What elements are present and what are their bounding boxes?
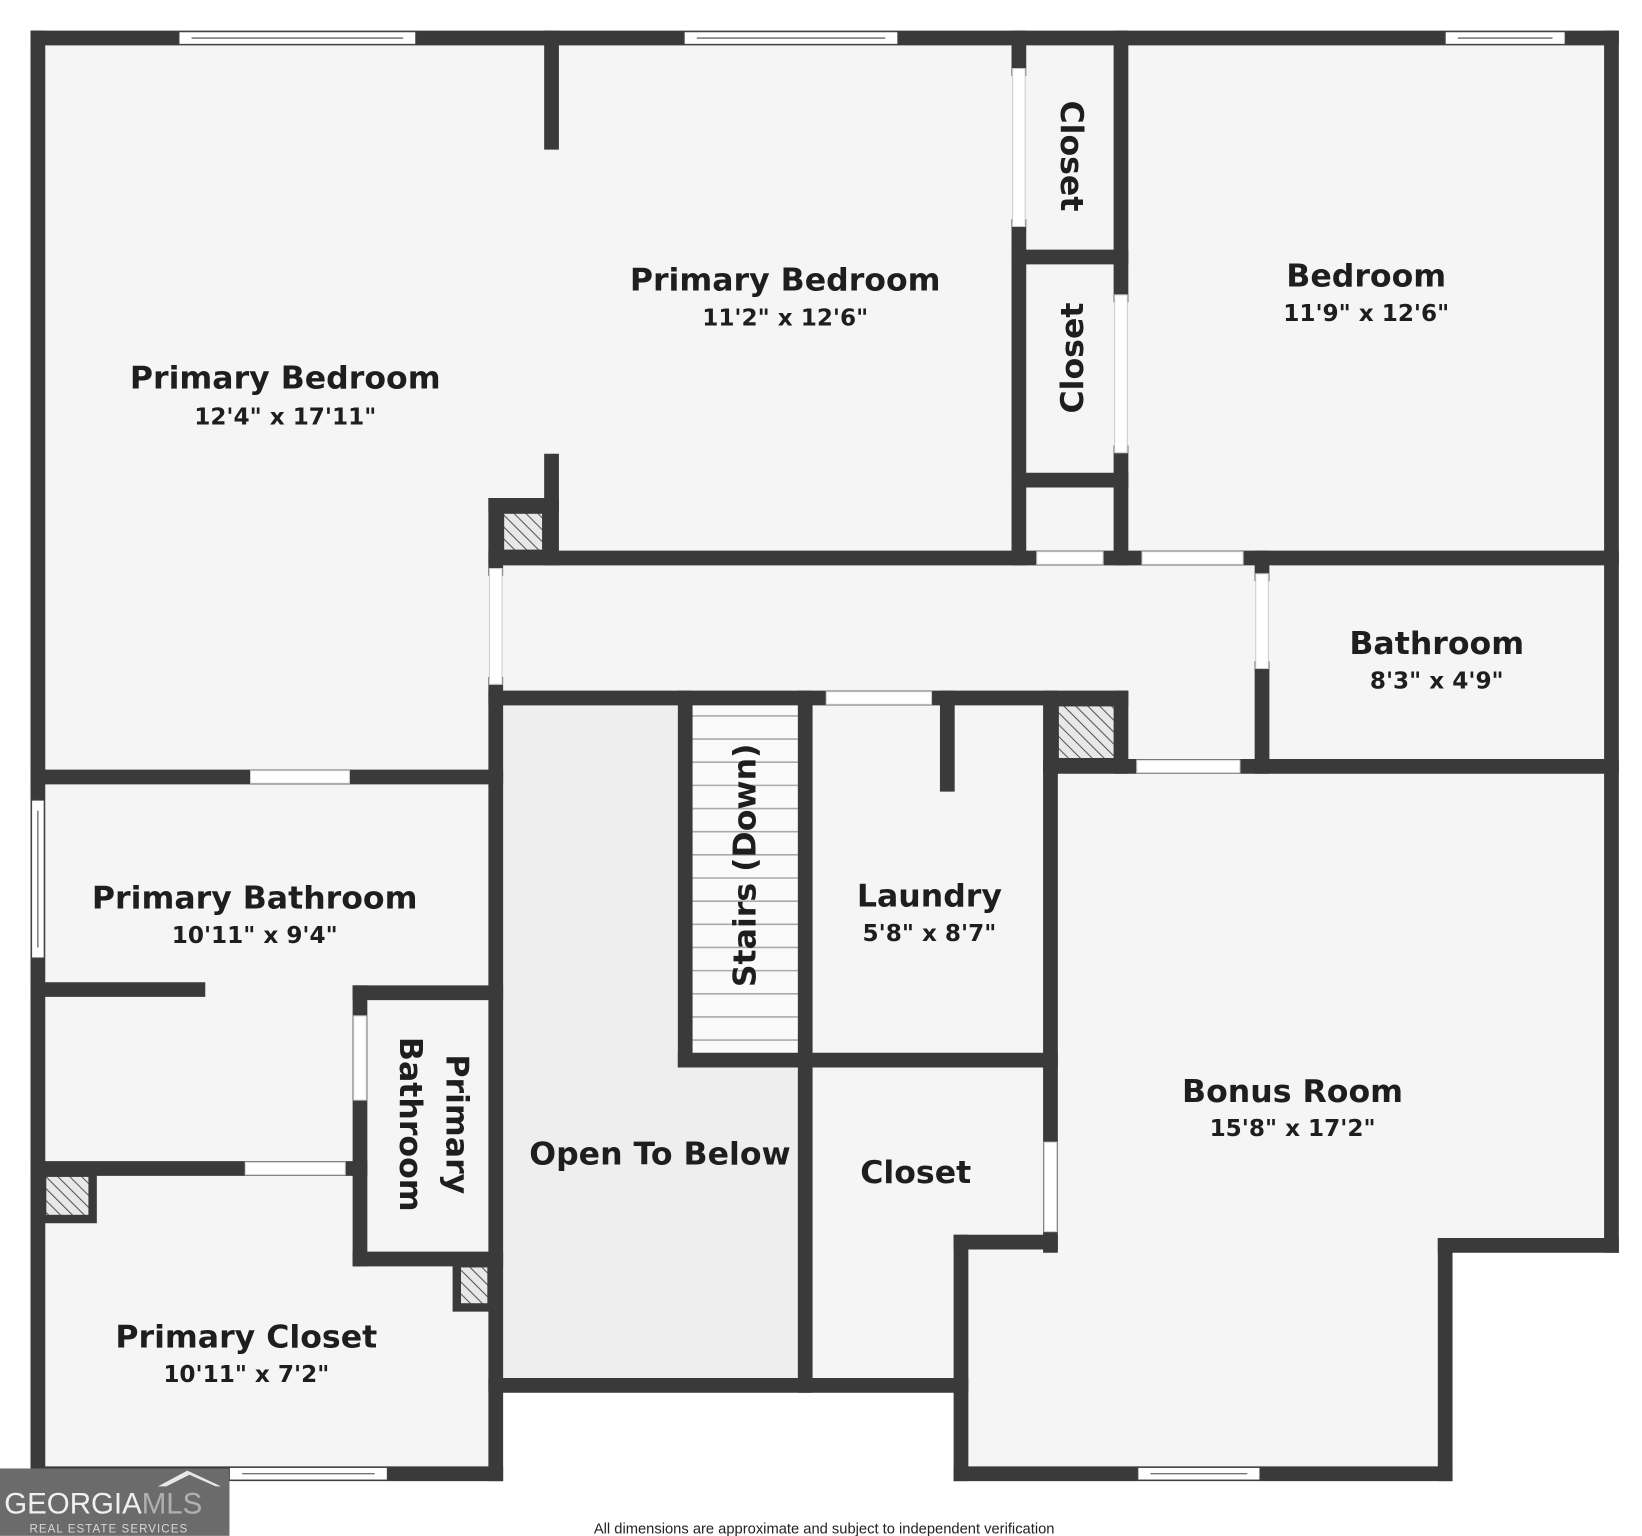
hatch [46,1176,89,1215]
room-name: Closet [860,1155,971,1191]
door [1043,1141,1058,1233]
stairs-area [685,698,806,1061]
room-dims: 10'11" x 7'2" [163,1362,329,1388]
room-name: Bathroom [1349,626,1524,662]
door [1136,759,1241,774]
logo-tagline: REAL ESTATE SERVICES [29,1524,188,1536]
room-name: Stairs (Down) [728,744,764,988]
floor [37,38,1612,1474]
doors-windows [31,31,1566,1481]
door [1141,551,1244,565]
door [488,568,503,685]
room-dims: 11'9" x 12'6" [1283,301,1449,327]
room-name: Open To Below [529,1136,790,1172]
disclaimer-text: All dimensions are approximate and subje… [594,1522,1055,1536]
door [1012,68,1026,227]
room-dims: 8'3" x 4'9" [1370,669,1504,695]
room-name: Primary [438,1054,474,1194]
hatched-columns [37,505,1123,1312]
door [1255,573,1269,670]
room-name: Primary Bathroom [92,881,418,917]
stair-treads [685,698,806,1061]
room-name: Laundry [857,878,1002,914]
room-dims: 5'8" x 8'7" [863,921,997,947]
room-name: Closet [1055,303,1091,414]
door [244,1161,346,1176]
door [825,691,933,705]
room-dims: 11'2" x 12'6" [702,305,868,331]
georgia-mls-logo: GEORGIAMLS REAL ESTATE SERVICES [0,1468,230,1536]
room-labels: Primary Bedroom 12'4" x 17'11" Primary B… [92,100,1524,1388]
room-dims: 15'8" x 17'2" [1210,1116,1376,1142]
floor-areas [37,38,1612,1474]
logo-wordmark: GEORGIAMLS [4,1488,202,1521]
hatch [504,513,543,550]
hatch [461,1267,488,1304]
hatch [1058,706,1114,759]
room-name: Primary Bedroom [130,361,441,397]
room-dims: 12'4" x 17'11" [194,404,376,430]
room-name: Bathroom [392,1037,428,1212]
door [1114,294,1128,454]
door [249,770,350,784]
room-dims: 10'11" x 9'4" [172,923,338,949]
room-name: Primary Bedroom [630,263,941,299]
room-name: Primary Closet [115,1319,377,1355]
room-name: Bedroom [1286,258,1446,294]
room-name: Bonus Room [1182,1074,1403,1110]
door [1036,551,1104,565]
door [353,1015,367,1101]
room-name: Closet [1053,100,1089,211]
